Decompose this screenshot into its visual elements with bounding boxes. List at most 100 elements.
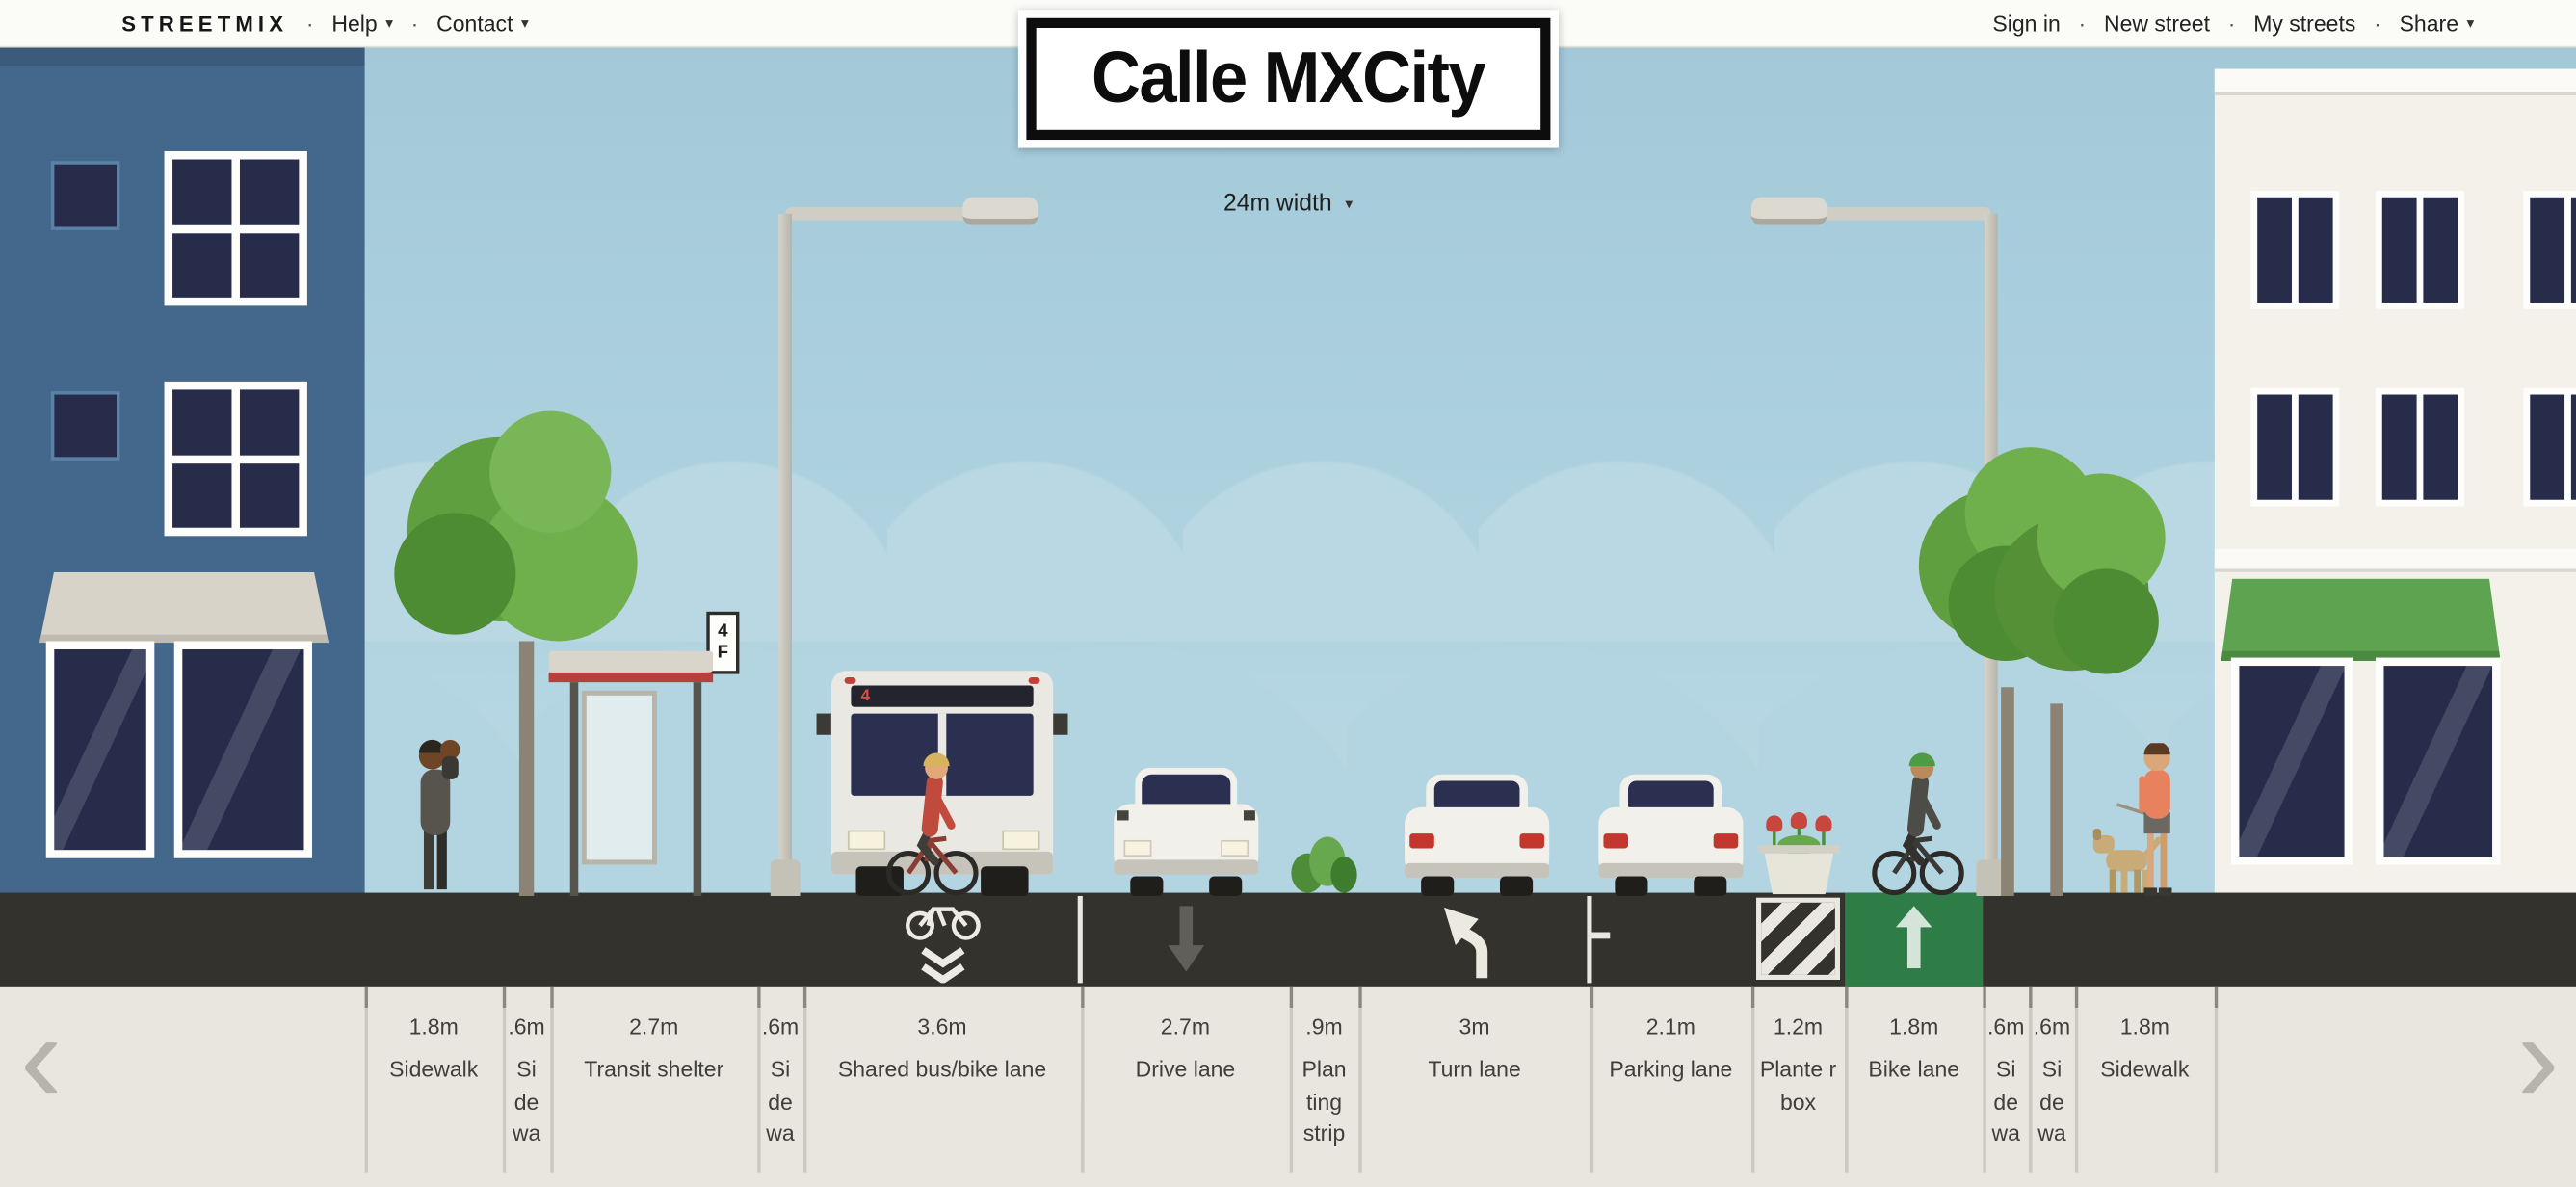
car-bumper (1114, 859, 1259, 875)
streetmix-logo[interactable]: STREETMIX (121, 11, 289, 36)
segment-label-sidewalk-tree[interactable]: .6m Si de wa (2029, 1015, 2075, 1150)
chevron-down-icon: ▾ (2466, 13, 2475, 31)
bus-wheel (981, 866, 1029, 896)
flower (1790, 811, 1807, 830)
ruler-tick (502, 986, 507, 1173)
segment-name: Sidewalk (2100, 1057, 2190, 1082)
car-bumper (1598, 862, 1744, 879)
car-wheel (1499, 876, 1534, 896)
tree[interactable] (1982, 473, 2179, 896)
menu-help[interactable]: Help▾ (331, 11, 393, 36)
road-surface (0, 892, 2576, 987)
car-bumper (1405, 862, 1550, 879)
segment-width[interactable]: 1.2m (1773, 1014, 1824, 1040)
pedestrian[interactable] (410, 736, 463, 896)
car-taillight (1713, 833, 1739, 849)
bus-headlight (1002, 830, 1040, 851)
street-name: Calle MXCity (1091, 38, 1486, 119)
scroll-left-chevron[interactable]: ‹ (19, 985, 63, 1130)
bus-mirror (1053, 713, 1068, 735)
segment-width[interactable]: 1.8m (408, 1014, 459, 1040)
cyclist[interactable] (883, 743, 979, 896)
segment-label-parking-lane[interactable]: 2.1m Parking lane (1590, 1015, 1751, 1086)
segment-name: Bike lane (1868, 1057, 1960, 1082)
lane-line (1077, 895, 1083, 984)
menu-new-street[interactable]: New street (2103, 11, 2211, 36)
segment-width[interactable]: 3.6m (917, 1014, 967, 1040)
segment-width[interactable]: 2.7m (629, 1014, 679, 1040)
segment-name: Turn lane (1428, 1057, 1521, 1082)
ruler-tick (2029, 986, 2033, 1173)
segment-label-sidewalk-tree[interactable]: .6m Si de wa (503, 1015, 550, 1150)
bus-mirror (816, 713, 831, 735)
segment-label-planting-strip[interactable]: .9m Plan ting strip (1290, 1015, 1359, 1150)
car-rear[interactable] (1598, 774, 1744, 896)
parking-tick (1591, 932, 1611, 939)
segment-width[interactable]: 2.7m (1160, 1014, 1210, 1040)
ruler-tick (1983, 986, 1986, 1173)
segment-width[interactable]: 1.8m (2119, 1014, 2169, 1040)
turn-lane-arrow-icon (1439, 903, 1511, 982)
segment-label-sidewalk[interactable]: 1.8m Sidewalk (2075, 1015, 2215, 1086)
planting-strip-bush[interactable] (1291, 833, 1357, 894)
menu-contact[interactable]: Contact▾ (436, 11, 529, 36)
menu-sign-in[interactable]: Sign in (1992, 11, 2061, 36)
awning (39, 571, 329, 644)
menu-separator: · (2078, 11, 2087, 36)
segment-width[interactable]: .9m (1305, 1014, 1343, 1040)
planter-crosshatch (1756, 897, 1841, 980)
menu-my-streets[interactable]: My streets (2253, 11, 2356, 36)
cyclist[interactable] (1870, 743, 1965, 896)
window-grid (164, 150, 307, 306)
segment-label-turn-lane[interactable]: 3m Turn lane (1358, 1015, 1590, 1086)
menu-separator: · (2374, 11, 2381, 36)
menu-separator: · (410, 11, 419, 36)
segment-label-transit-shelter[interactable]: 2.7m Transit shelter (550, 1015, 757, 1086)
cyclist-figure (1872, 752, 1964, 896)
tree[interactable] (394, 410, 657, 896)
ruler-tick (1750, 986, 1755, 1173)
segment-width[interactable]: 2.1m (1645, 1014, 1695, 1040)
segment-name: Si de wa (766, 1057, 795, 1147)
flower (1766, 815, 1783, 832)
shelter-post (569, 682, 579, 896)
pedestrian-figure (418, 739, 460, 890)
street-width-selector[interactable]: 24m width ▾ (1222, 190, 1354, 218)
segment-label-drive-lane[interactable]: 2.7m Drive lane (1081, 1015, 1290, 1086)
segment-label-sidewalk-lamp[interactable]: .6m Si de wa (757, 1015, 803, 1150)
pedestrian[interactable] (2136, 741, 2178, 896)
car-rear[interactable] (1405, 774, 1550, 896)
bus-marker-light (844, 677, 856, 684)
segment-label-planter-box[interactable]: 1.2m Plante r box (1751, 1015, 1845, 1119)
building-right[interactable] (2214, 68, 2576, 896)
car-rear-window (1628, 780, 1714, 809)
segment-width[interactable]: 1.8m (1889, 1014, 1939, 1040)
drive-lane-arrow-icon (1168, 906, 1205, 972)
segment-width[interactable]: .6m (508, 1014, 545, 1040)
segment-label-sidewalk[interactable]: 1.8m Sidewalk (365, 1015, 503, 1086)
dog[interactable] (2092, 827, 2163, 897)
segment-width[interactable]: .6m (761, 1014, 800, 1040)
segment-width[interactable]: .6m (2033, 1014, 2071, 1040)
car-taillight (1519, 833, 1545, 849)
scroll-right-chevron[interactable]: › (2516, 985, 2560, 1130)
car-mirror (1243, 810, 1255, 821)
window (2523, 190, 2576, 309)
car-wheel (1209, 876, 1243, 896)
segment-label-bike-lane[interactable]: 1.8m Bike lane (1845, 1015, 1983, 1086)
menu-share[interactable]: Share▾ (2399, 11, 2475, 36)
pedestrian-figure (2139, 741, 2172, 896)
segment-width[interactable]: .6m (1987, 1014, 2025, 1040)
flower-stem (1822, 825, 1826, 852)
segment-label-shared-bus-bike-lane[interactable]: 3.6m Shared bus/bike lane (803, 1015, 1081, 1086)
car-rear-window (1433, 780, 1520, 809)
building-left[interactable] (0, 45, 365, 896)
segment-name: Plan ting strip (1301, 1057, 1347, 1147)
street-name-sign[interactable]: Calle MXCity (1017, 10, 1559, 148)
lamp-arm (1780, 207, 1991, 221)
segment-label-sidewalk-lamp[interactable]: .6m Si de wa (1983, 1015, 2029, 1150)
car-headlight (1123, 839, 1152, 857)
planter-box[interactable] (1757, 811, 1841, 895)
car-front[interactable] (1114, 767, 1259, 896)
segment-width[interactable]: 3m (1459, 1014, 1490, 1040)
